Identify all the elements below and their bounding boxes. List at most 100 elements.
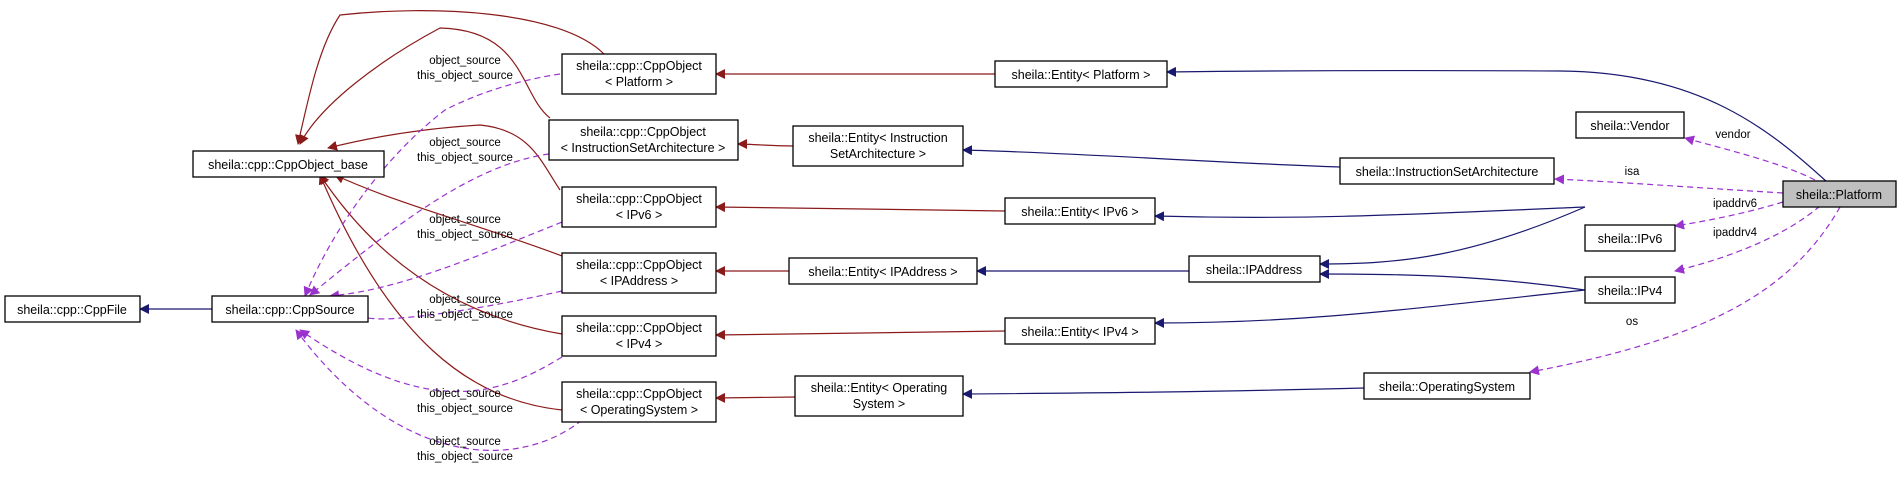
edge-label-this-object-source-6: this_object_source [417,451,513,463]
edge-cppsource-to-cppobj-platform [303,73,561,297]
node-entity-ipaddress[interactable]: sheila::Entity< IPAddress > [788,257,978,285]
edge-label-vendor: vendor [1715,129,1750,141]
node-entity-platform[interactable]: sheila::Entity< Platform > [994,60,1168,88]
node-ipv6[interactable]: sheila::IPv6 [1584,224,1676,252]
node-os-label: sheila::OperatingSystem [1379,380,1515,394]
node-vendor-label: sheila::Vendor [1590,119,1669,133]
node-entity-isa-line2: SetArchitecture > [830,147,926,161]
edge-label-this-object-source-3: this_object_source [417,229,513,241]
edge-cppsource-to-cppobj-os [295,329,583,451]
edge-labels: object_source this_object_source object_… [417,55,1758,463]
node-entity-platform-label: sheila::Entity< Platform > [1012,68,1151,82]
node-cppobject-platform[interactable]: sheila::cpp::CppObject < Platform > [561,53,717,95]
node-isa[interactable]: sheila::InstructionSetArchitecture [1339,157,1555,185]
edge-label-isa: isa [1625,166,1640,178]
edge-cppobj-os-to-base [318,174,563,411]
node-cppfile-label: sheila::cpp::CppFile [17,303,127,317]
edge-ipv4-to-ipaddress [1319,269,1586,291]
edge-platform-to-entity [1166,66,1828,183]
edge-label-object-source-3: object_source [429,214,501,226]
node-entity-ipv4[interactable]: sheila::Entity< IPv4 > [1004,317,1156,345]
edge-os-to-entity [962,387,1365,399]
node-cppobject-os-line1: sheila::cpp::CppObject [576,387,702,401]
edge-cppobj-ipaddress-to-base [334,174,563,257]
node-entity-isa[interactable]: sheila::Entity< Instruction SetArchitect… [792,125,964,167]
node-entity-ipv6-label: sheila::Entity< IPv6 > [1021,205,1138,219]
node-cppobject-os[interactable]: sheila::cpp::CppObject < OperatingSystem… [561,381,717,423]
edges [139,10,1841,451]
nodes: sheila::cpp::CppFile sheila::cpp::CppSou… [4,53,1897,423]
edge-label-object-source-6: object_source [429,436,501,448]
edge-platform-to-vendor [1684,135,1816,181]
edge-label-object-source-5: object_source [429,388,501,400]
edge-cppobj-isa-to-base [299,27,551,145]
edge-platform-to-ipv4 [1674,205,1821,274]
edge-label-this-object-source-1: this_object_source [417,70,513,82]
edge-label-this-object-source-4: this_object_source [417,309,513,321]
node-entity-os-line1: sheila::Entity< Operating [811,381,948,395]
node-entity-ipv4-label: sheila::Entity< IPv4 > [1021,325,1138,339]
edge-cppobj-platform-to-base [295,10,605,145]
node-cppobject-ipaddress-line1: sheila::cpp::CppObject [576,258,702,272]
edge-platform-to-os [1529,206,1841,376]
node-cppfile[interactable]: sheila::cpp::CppFile [4,295,141,323]
edge-ipv6-to-entity [1154,206,1586,222]
node-ipaddress[interactable]: sheila::IPAddress [1188,255,1321,283]
node-cppobject-ipv4-line2: < IPv4 > [616,337,663,351]
node-cppobject-base[interactable]: sheila::cpp::CppObject_base [192,150,385,178]
node-isa-label: sheila::InstructionSetArchitecture [1356,165,1539,179]
node-entity-os[interactable]: sheila::Entity< Operating System > [794,375,964,417]
edge-platform-to-isa [1554,174,1784,194]
node-vendor[interactable]: sheila::Vendor [1575,111,1685,139]
node-cppsource-label: sheila::cpp::CppSource [225,303,354,317]
node-ipv4-label: sheila::IPv4 [1598,284,1663,298]
edge-cppsource-to-cppobj-ipv6 [329,221,563,301]
edge-label-object-source-4: object_source [429,294,501,306]
edge-ipv6-to-ipaddress [1319,206,1586,269]
node-entity-isa-line1: sheila::Entity< Instruction [808,131,947,145]
node-cppobject-platform-line2: < Platform > [605,75,673,89]
edge-label-this-object-source-2: this_object_source [417,152,513,164]
node-platform-label: sheila::Platform [1796,188,1882,202]
node-os[interactable]: sheila::OperatingSystem [1363,372,1531,400]
edge-label-object-source-1: object_source [429,55,501,67]
node-cppobject-ipv6-line1: sheila::cpp::CppObject [576,192,702,206]
node-cppobject-ipv4[interactable]: sheila::cpp::CppObject < IPv4 > [561,315,717,357]
node-platform[interactable]: sheila::Platform [1782,180,1897,208]
node-cppsource[interactable]: sheila::cpp::CppSource [211,295,369,323]
edge-label-os: os [1626,316,1638,328]
node-cppobject-ipaddress-line2: < IPAddress > [600,274,678,288]
edge-entity-isa-to-cppobj [737,139,794,150]
node-cppobject-platform-line1: sheila::cpp::CppObject [576,59,702,73]
node-ipv4[interactable]: sheila::IPv4 [1584,276,1676,304]
edge-isa-to-entity [962,145,1341,168]
edge-label-this-object-source-5: this_object_source [417,403,513,415]
node-cppobject-ipv6-line2: < IPv6 > [616,208,663,222]
edge-ipv4-to-entity [1154,289,1586,328]
edge-entity-os-to-cppobj [715,392,796,403]
edge-cppobj-ipv6-to-base [327,124,561,191]
node-ipaddress-label: sheila::IPAddress [1206,263,1302,277]
node-entity-ipv6[interactable]: sheila::Entity< IPv6 > [1004,197,1156,225]
node-ipv6-label: sheila::IPv6 [1598,232,1663,246]
node-cppobject-base-label: sheila::cpp::CppObject_base [208,158,368,172]
edge-entity-ipv6-to-cppobj [715,202,1006,213]
node-cppobject-ipv6[interactable]: sheila::cpp::CppObject < IPv6 > [561,186,717,228]
edge-cppsource-to-cppobj-isa [309,153,550,296]
edge-cppsource-to-cppobj-ipv4 [299,329,563,393]
node-cppobject-isa[interactable]: sheila::cpp::CppObject < InstructionSetA… [548,119,739,161]
node-cppobject-isa-line1: sheila::cpp::CppObject [580,125,706,139]
edge-label-ipaddrv6: ipaddrv6 [1713,198,1757,210]
node-entity-ipaddress-label: sheila::Entity< IPAddress > [808,265,957,279]
node-cppobject-isa-line2: < InstructionSetArchitecture > [561,141,726,155]
edge-label-ipaddrv4: ipaddrv4 [1713,227,1758,239]
node-cppobject-ipaddress[interactable]: sheila::cpp::CppObject < IPAddress > [561,252,717,294]
node-cppobject-os-line2: < OperatingSystem > [580,403,698,417]
node-entity-os-line2: System > [853,397,905,411]
node-cppobject-ipv4-line1: sheila::cpp::CppObject [576,321,702,335]
edge-entity-ipv4-to-cppobj [715,329,1006,340]
edge-platform-to-ipv6 [1674,201,1784,230]
edge-cppobj-ipv4-to-base [319,174,563,335]
edge-label-object-source-2: object_source [429,137,501,149]
